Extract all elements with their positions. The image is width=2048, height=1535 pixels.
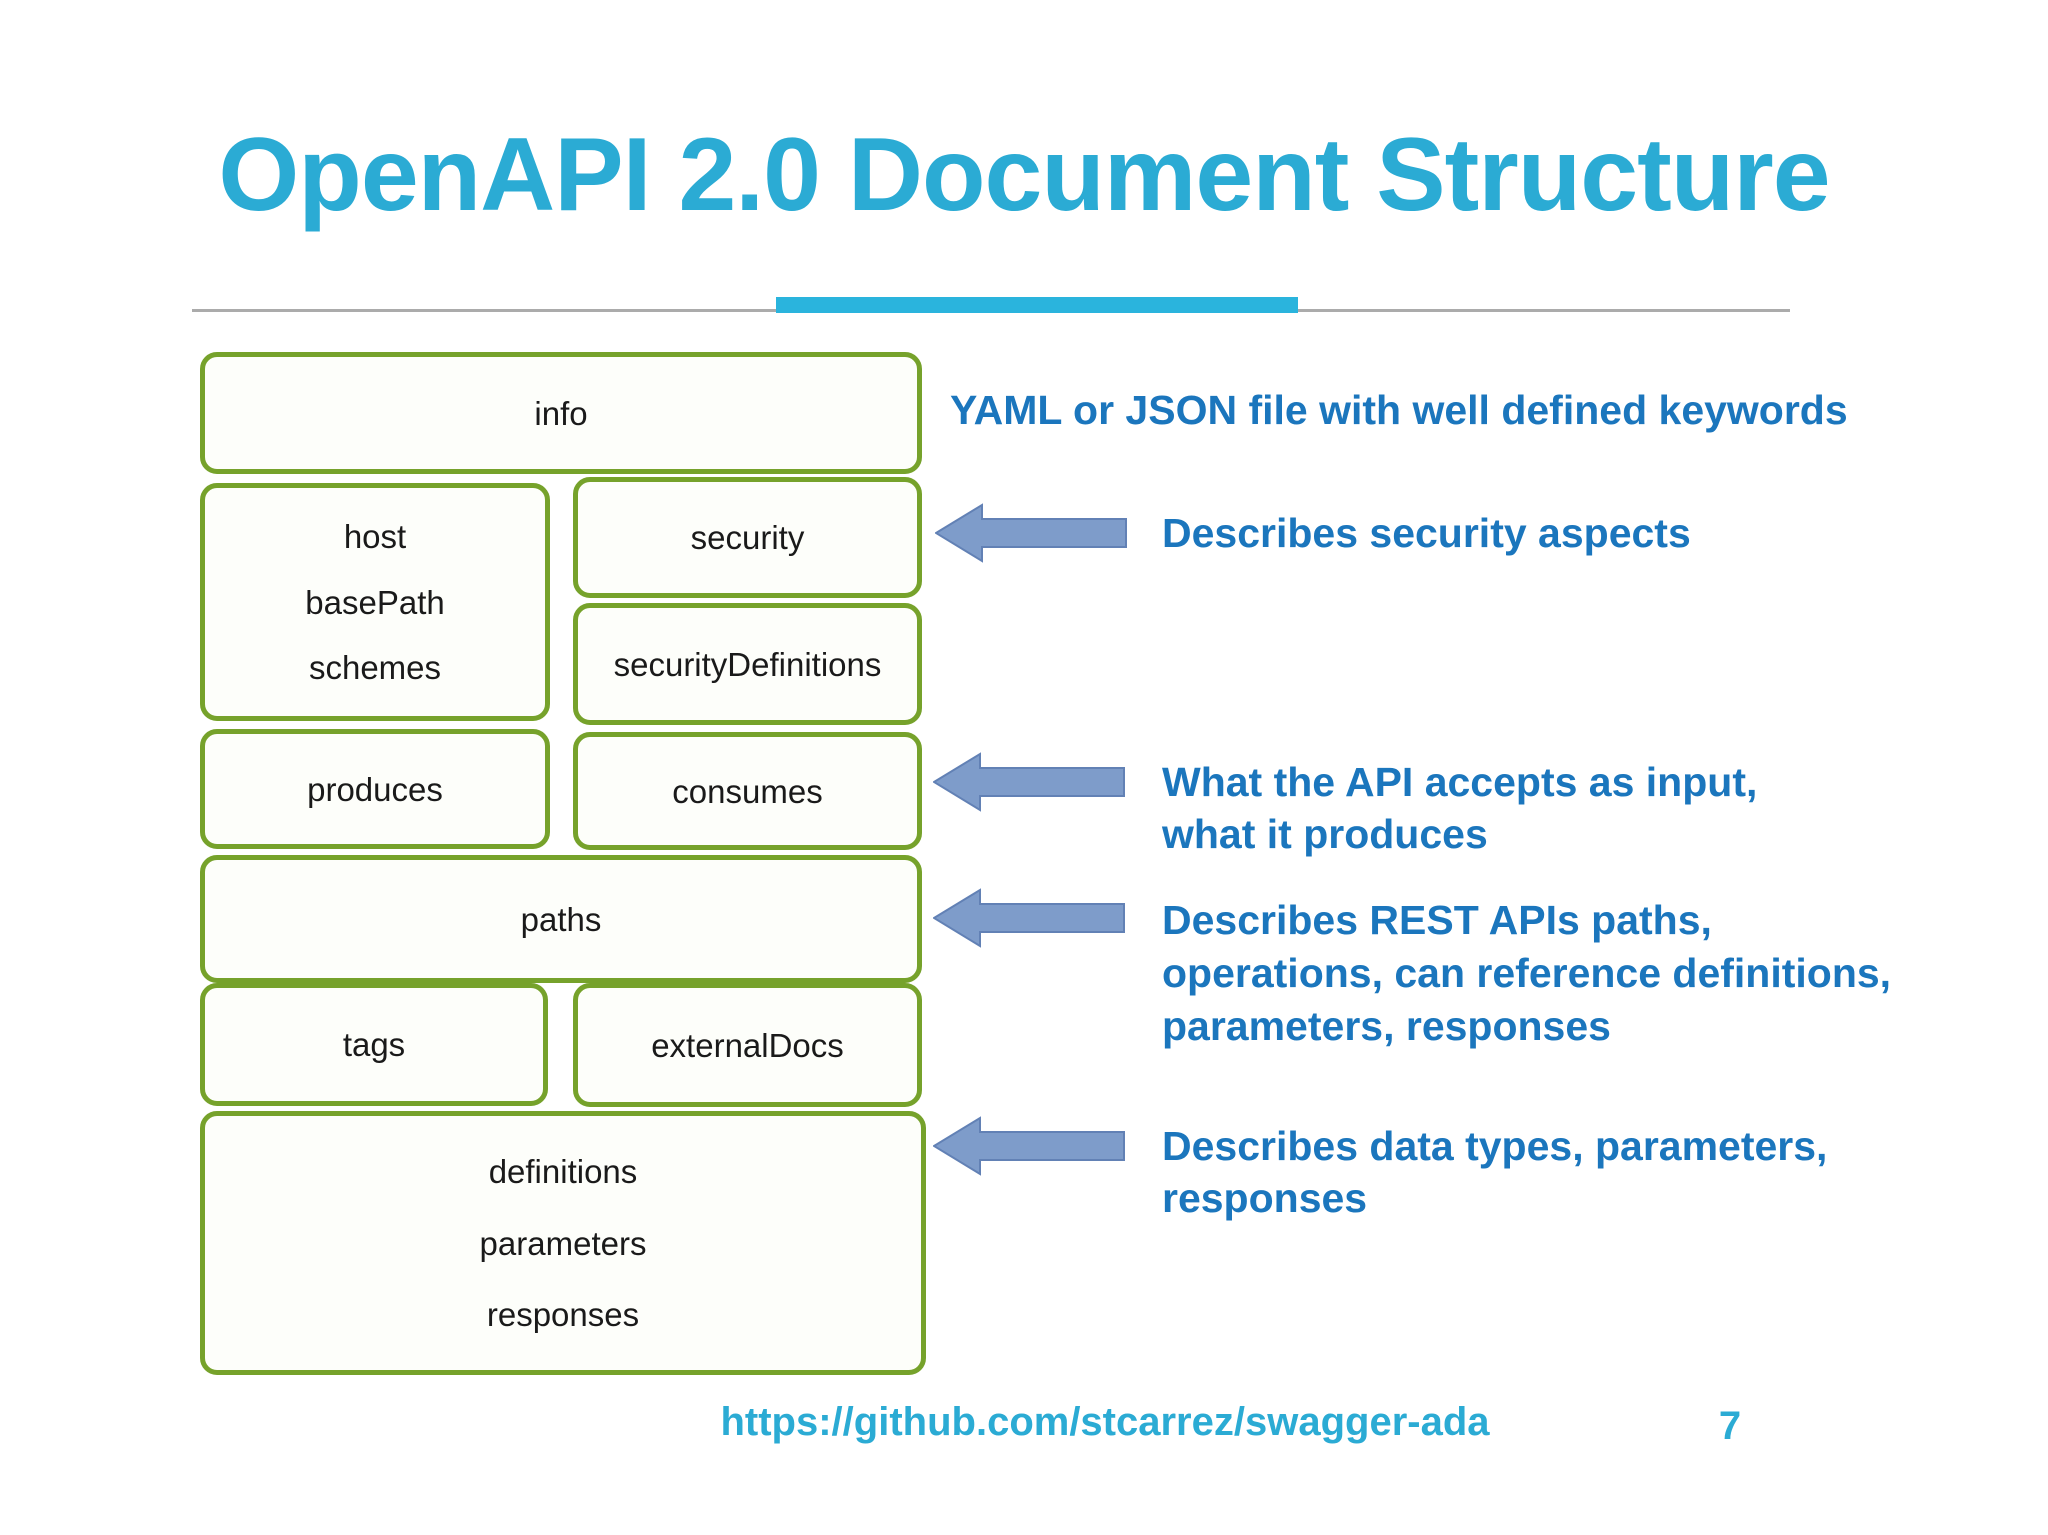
annotation-produces-consumes: What the API accepts as input, what it p… [1162, 756, 1757, 860]
box-label: tags [342, 1026, 406, 1063]
annotation-yaml-json: YAML or JSON file with well defined keyw… [950, 384, 1848, 436]
annotation-security: Describes security aspects [1162, 507, 1691, 559]
box-label: host [343, 518, 407, 556]
annotation-line: YAML or JSON file with well defined keyw… [950, 387, 1848, 433]
box-host-basepath-schemes: host basePath schemes [200, 483, 550, 721]
annotation-line: What the API accepts as input, [1162, 759, 1758, 805]
box-security-definitions: securityDefinitions [573, 603, 922, 725]
box-label: info [534, 394, 588, 432]
box-label: security [690, 519, 805, 556]
box-label: parameters [479, 1224, 647, 1262]
box-security: security [573, 477, 922, 598]
box-label: produces [307, 770, 443, 808]
left-arrow-icon [935, 503, 1127, 563]
annotation-paths: Describes REST APIs paths, operations, c… [1162, 894, 1891, 1053]
box-label: paths [520, 900, 602, 938]
annotation-line: parameters, responses [1162, 1003, 1611, 1049]
annotation-line: Describes data types, parameters, [1162, 1123, 1828, 1169]
title-accent-bar [776, 297, 1298, 313]
footer-link[interactable]: https://github.com/stcarrez/swagger-ada [720, 1400, 1490, 1444]
box-definitions-parameters-responses: definitions parameters responses [200, 1111, 926, 1375]
annotation-line: Describes security aspects [1162, 510, 1691, 556]
annotation-line: Describes REST APIs paths, [1162, 897, 1712, 943]
box-produces: produces [200, 729, 550, 849]
annotation-line: operations, can reference definitions, [1162, 950, 1892, 996]
box-label: schemes [308, 648, 442, 686]
box-tags: tags [200, 983, 548, 1106]
box-label: externalDocs [651, 1026, 844, 1064]
box-paths: paths [200, 855, 922, 983]
page-title: OpenAPI 2.0 Document Structure [218, 117, 1830, 233]
left-arrow-icon [933, 752, 1125, 812]
box-label: definitions [488, 1152, 638, 1190]
box-info: info [200, 352, 922, 474]
left-arrow-icon [933, 888, 1125, 948]
box-label: consumes [672, 772, 823, 810]
annotation-line: what it produces [1162, 811, 1488, 857]
box-external-docs: externalDocs [573, 983, 922, 1107]
box-label: basePath [305, 583, 445, 621]
box-label: responses [486, 1296, 640, 1334]
box-consumes: consumes [573, 732, 922, 850]
page-number: 7 [1718, 1404, 1742, 1448]
box-label: securityDefinitions [613, 645, 882, 683]
left-arrow-icon [933, 1116, 1125, 1176]
annotation-line: responses [1162, 1175, 1368, 1221]
annotation-definitions: Describes data types, parameters, respon… [1162, 1120, 1827, 1224]
